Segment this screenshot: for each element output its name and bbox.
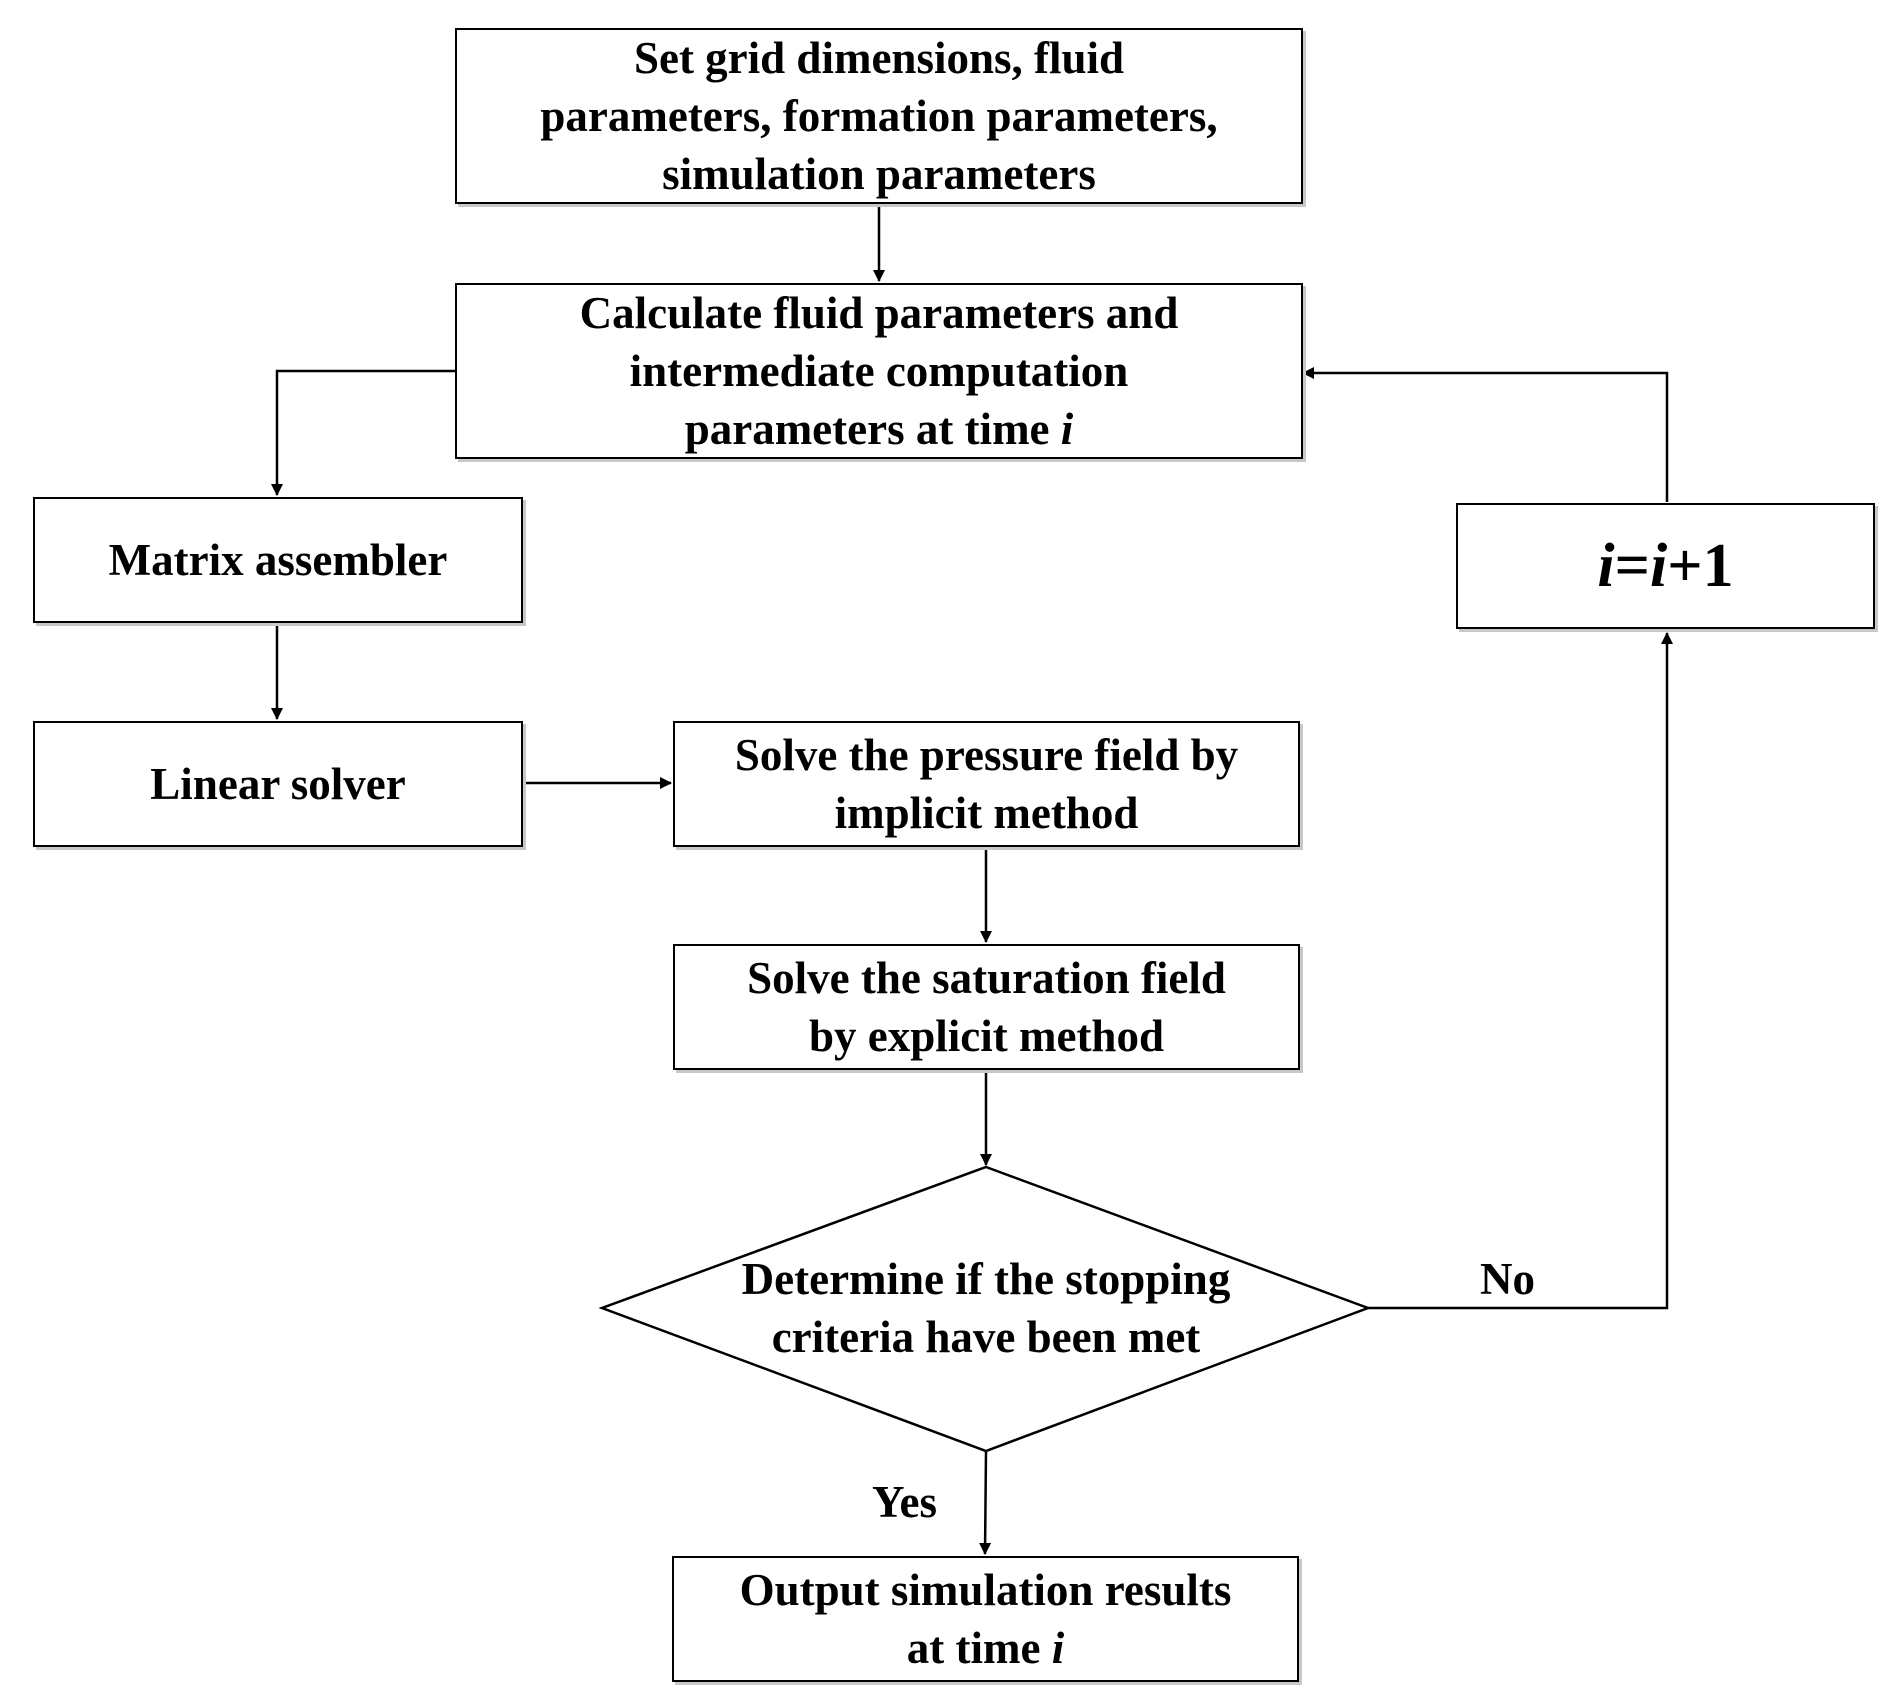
saturation-line-1: Solve the saturation field: [747, 953, 1226, 1003]
linear-solver-label: Linear solver: [150, 759, 406, 809]
calculate-parameters-box: Calculate fluid parameters and intermedi…: [455, 283, 1303, 459]
pressure-field-box: Solve the pressure field by implicit met…: [673, 721, 1300, 847]
output-results-box: Output simulation results at time i: [672, 1556, 1299, 1682]
decision-line-2: criteria have been met: [771, 1312, 1201, 1362]
output-line-2: at time i: [907, 1619, 1064, 1677]
increment-var-a: i: [1597, 532, 1615, 600]
calc-line-1: Calculate fluid parameters and: [579, 288, 1179, 338]
setup-line-2: parameters, formation parameters,: [540, 91, 1218, 141]
setup-line-1: Set grid dimensions, fluid: [633, 33, 1125, 83]
edge-increment-to-calc: [1302, 367, 1669, 502]
output-time-var: i: [1051, 1623, 1065, 1673]
edge-decision-to-increment: [1368, 632, 1673, 1310]
increment-equals: =: [1614, 532, 1650, 600]
increment-plus-one: +1: [1667, 532, 1734, 600]
decision-label: Determine if the stopping criteria have …: [686, 1250, 1286, 1366]
pressure-line-2: implicit method: [834, 788, 1139, 838]
yes-branch-label: Yes: [872, 1477, 937, 1527]
decision-line-1: Determine if the stopping: [741, 1254, 1231, 1304]
edge-decision-to-output: [979, 1450, 992, 1555]
matrix-assembler-box: Matrix assembler: [33, 497, 523, 623]
matrix-assembler-label: Matrix assembler: [108, 535, 448, 585]
saturation-field-box: Solve the saturation field by explicit m…: [673, 944, 1300, 1070]
setup-line-3: simulation parameters: [662, 149, 1096, 199]
saturation-line-2: by explicit method: [809, 1011, 1164, 1061]
edge-calc-to-matrix: [271, 369, 455, 496]
pressure-line-1: Solve the pressure field by: [734, 730, 1239, 780]
calc-line-3-text: parameters at time: [684, 404, 1061, 454]
output-line-1: Output simulation results: [739, 1565, 1232, 1615]
no-branch-label: No: [1480, 1254, 1535, 1304]
increment-expression: i=i+1: [1597, 535, 1733, 597]
calc-line-3: parameters at time i: [685, 400, 1074, 458]
increment-var-b: i: [1650, 532, 1668, 600]
calc-time-var: i: [1060, 404, 1074, 454]
linear-solver-box: Linear solver: [33, 721, 523, 847]
increment-box: i=i+1: [1456, 503, 1875, 629]
setup-parameters-box: Set grid dimensions, fluid parameters, f…: [455, 28, 1303, 204]
calc-line-2: intermediate computation: [629, 346, 1129, 396]
output-line-2-text: at time: [906, 1623, 1052, 1673]
decision-diamond-shape: [598, 1165, 1372, 1453]
